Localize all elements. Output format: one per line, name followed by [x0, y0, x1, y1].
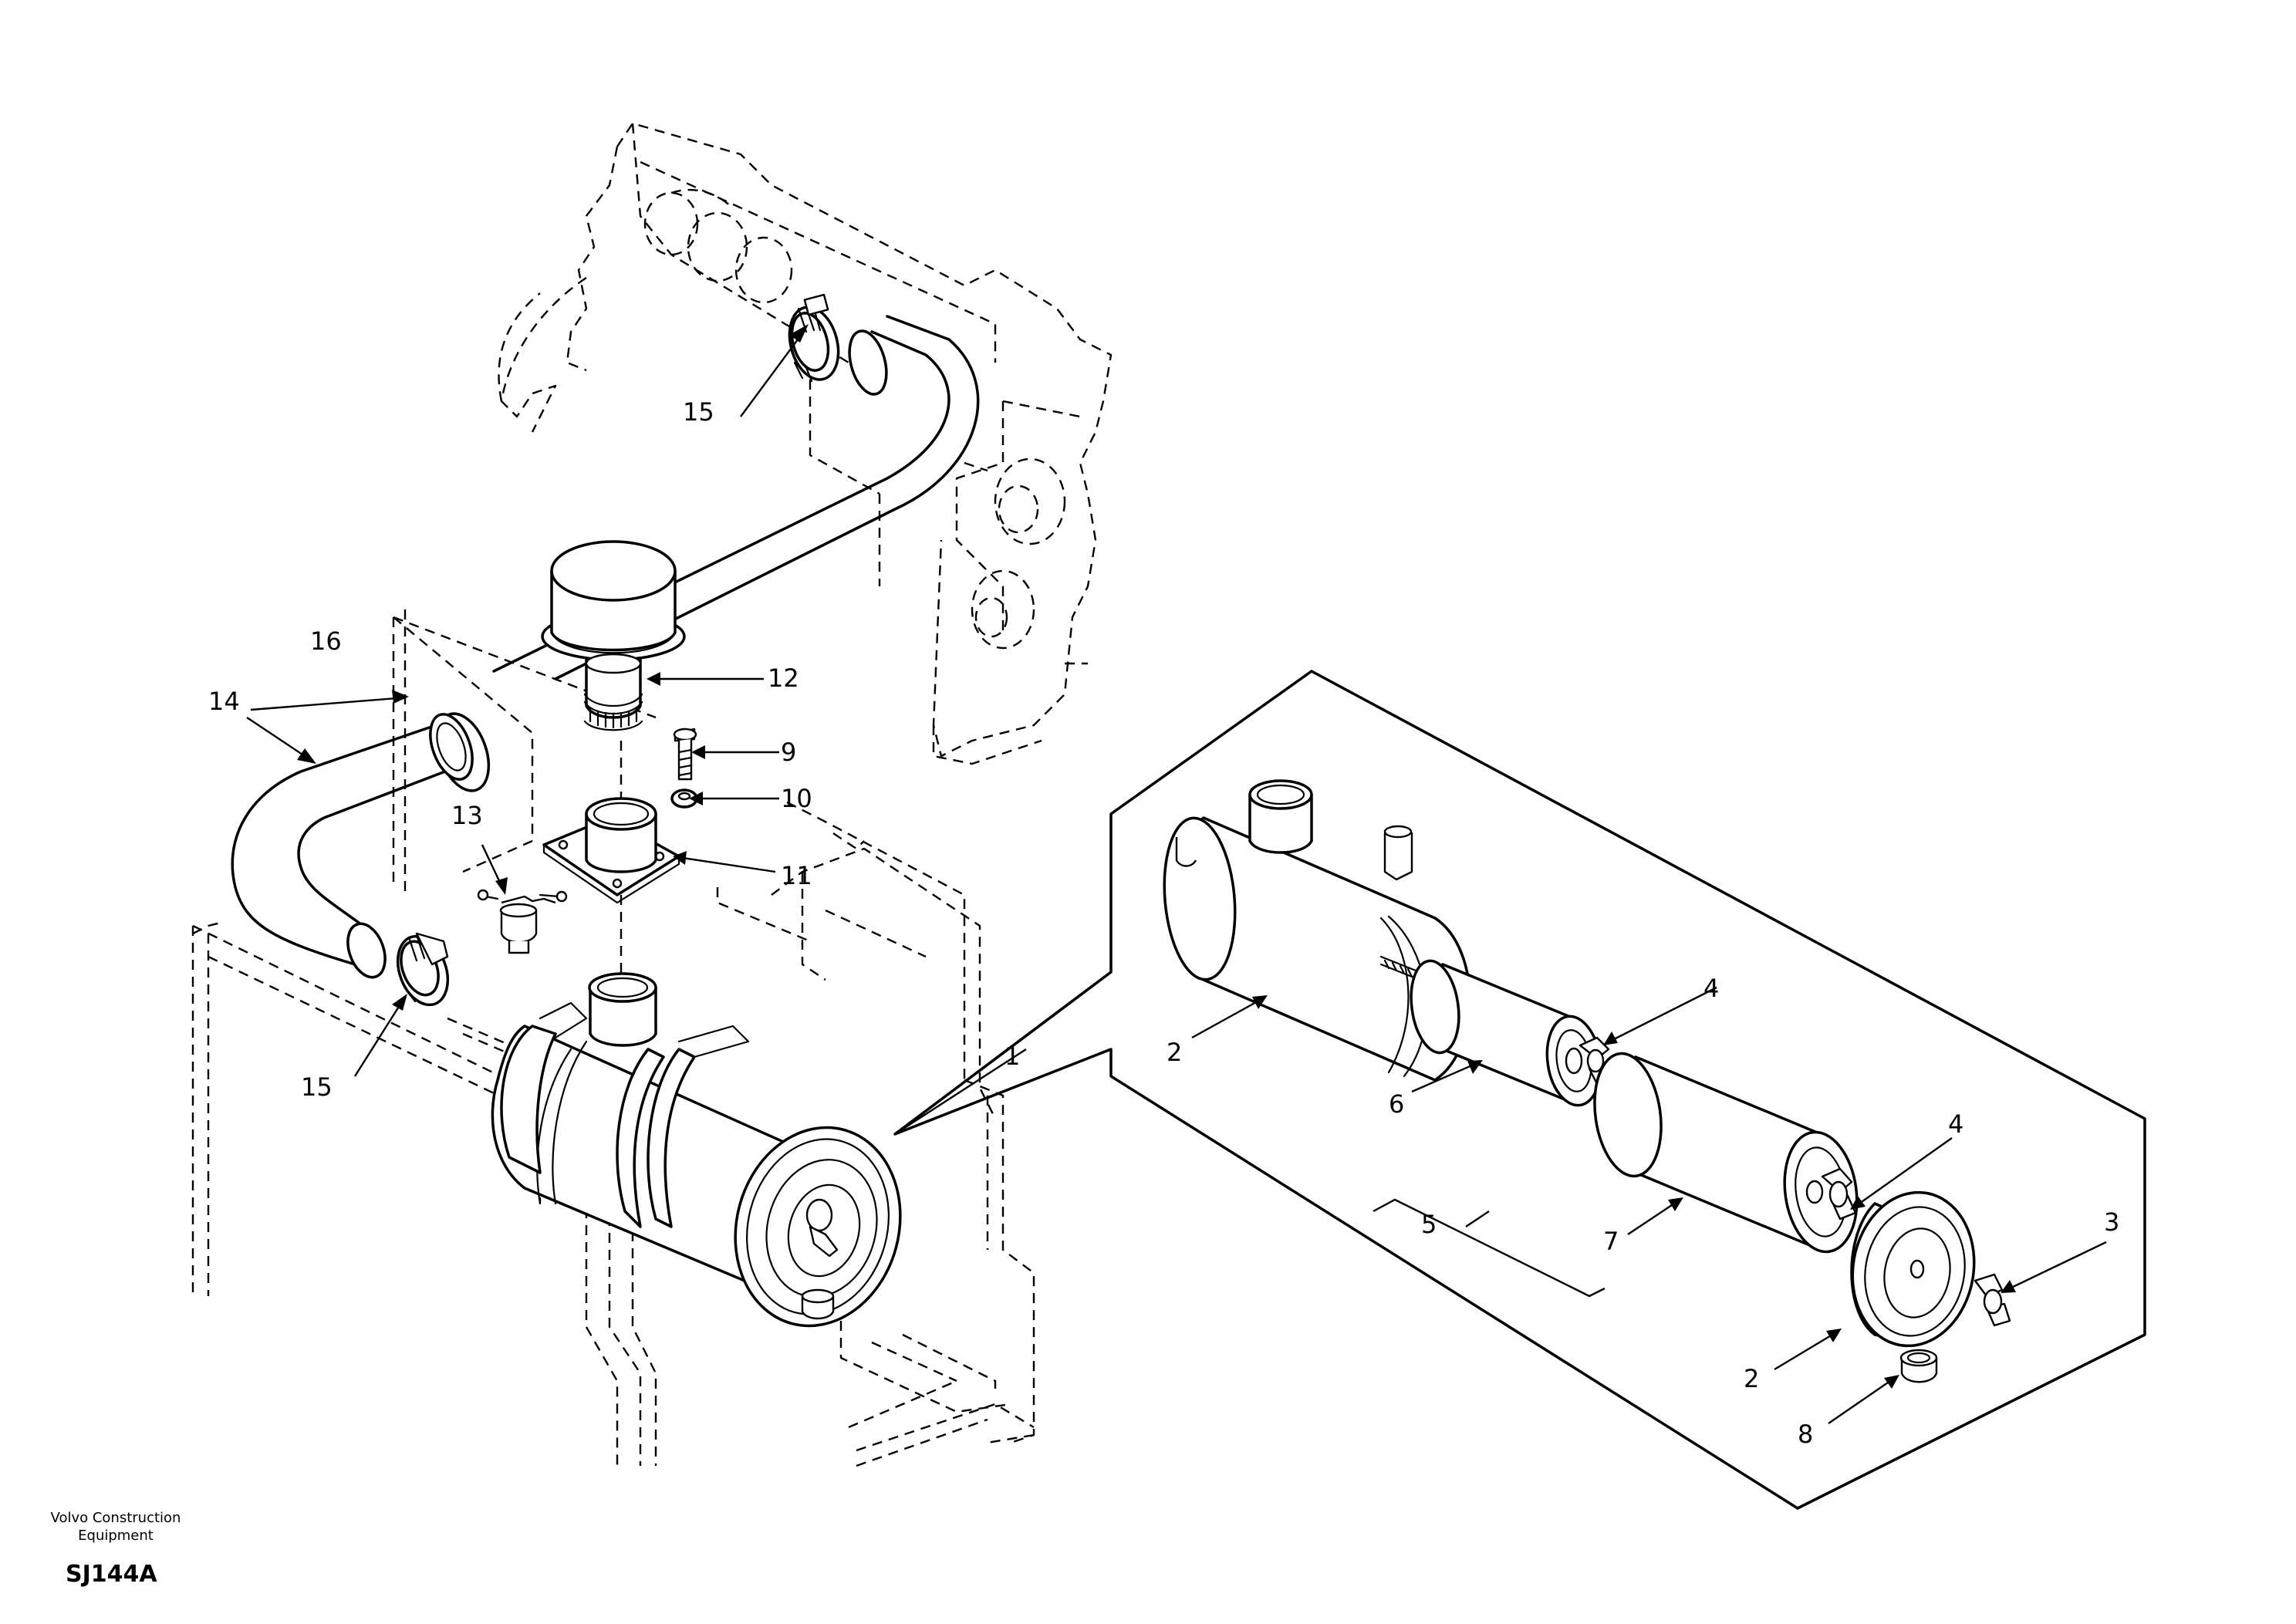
- callout-2-cover: 2: [1744, 1364, 1759, 1393]
- exploded-view-frame: [893, 670, 2146, 1510]
- flange-adapter-11: [542, 797, 680, 904]
- callout-1: 1: [1004, 1042, 1020, 1071]
- callout-7: 7: [1603, 1227, 1619, 1256]
- bolt-9: [673, 728, 697, 781]
- callout-11: 11: [781, 861, 812, 890]
- callout-3: 3: [2104, 1207, 2119, 1237]
- callout-5: 5: [1421, 1210, 1437, 1239]
- wing-nut-3: [1974, 1273, 2011, 1327]
- callout-15-upper: 15: [683, 397, 714, 427]
- footer-block: Volvo Construction Equipment SJ144A: [51, 1510, 181, 1588]
- callout-6: 6: [1389, 1089, 1404, 1119]
- filter-housing-2: [1163, 779, 1471, 1082]
- callout-12: 12: [768, 663, 799, 693]
- wing-nut-4-outer: [1821, 1167, 1857, 1221]
- drawing-code: SJ144A: [66, 1561, 157, 1588]
- restriction-indicator-13: [477, 889, 568, 954]
- lower-hose-clamp: [396, 932, 450, 1007]
- callout-2-housing: 2: [1167, 1038, 1182, 1067]
- safety-filter-element-6: [1410, 959, 1602, 1107]
- kit-bracket-5: [1373, 1198, 1606, 1298]
- housing-cover-2: [1850, 1190, 1976, 1348]
- callout-10: 10: [781, 784, 812, 813]
- precleaner-12: [541, 540, 686, 731]
- callout-15-lower: 15: [301, 1072, 333, 1102]
- washer-10: [670, 788, 698, 809]
- primary-filter-element-7: [1593, 1052, 1859, 1254]
- callout-14: 14: [208, 687, 240, 716]
- callout-16: 16: [310, 626, 342, 656]
- upper-hose-clamp: [788, 293, 840, 383]
- callout-4-outer: 4: [1948, 1109, 1963, 1139]
- callout-13: 13: [451, 801, 483, 830]
- callout-leaders: [246, 324, 2107, 1424]
- company-name-line1: Volvo Construction: [51, 1510, 181, 1526]
- callout-8: 8: [1798, 1420, 1813, 1449]
- callout-9: 9: [781, 738, 796, 767]
- air-filter-assembly-1: [491, 972, 902, 1328]
- upper-intake-pipe: [492, 315, 980, 680]
- callout-labels: 1 2 2 3 4 4 5 6 7 8 9 10 11 12 13 14 15 …: [208, 397, 2119, 1449]
- callout-4-inner: 4: [1703, 974, 1719, 1003]
- company-name-line2: Equipment: [78, 1528, 154, 1544]
- pipe-seal-16: [429, 712, 491, 792]
- engine-outline: [498, 122, 1113, 765]
- dust-valve-8: [1899, 1349, 1938, 1383]
